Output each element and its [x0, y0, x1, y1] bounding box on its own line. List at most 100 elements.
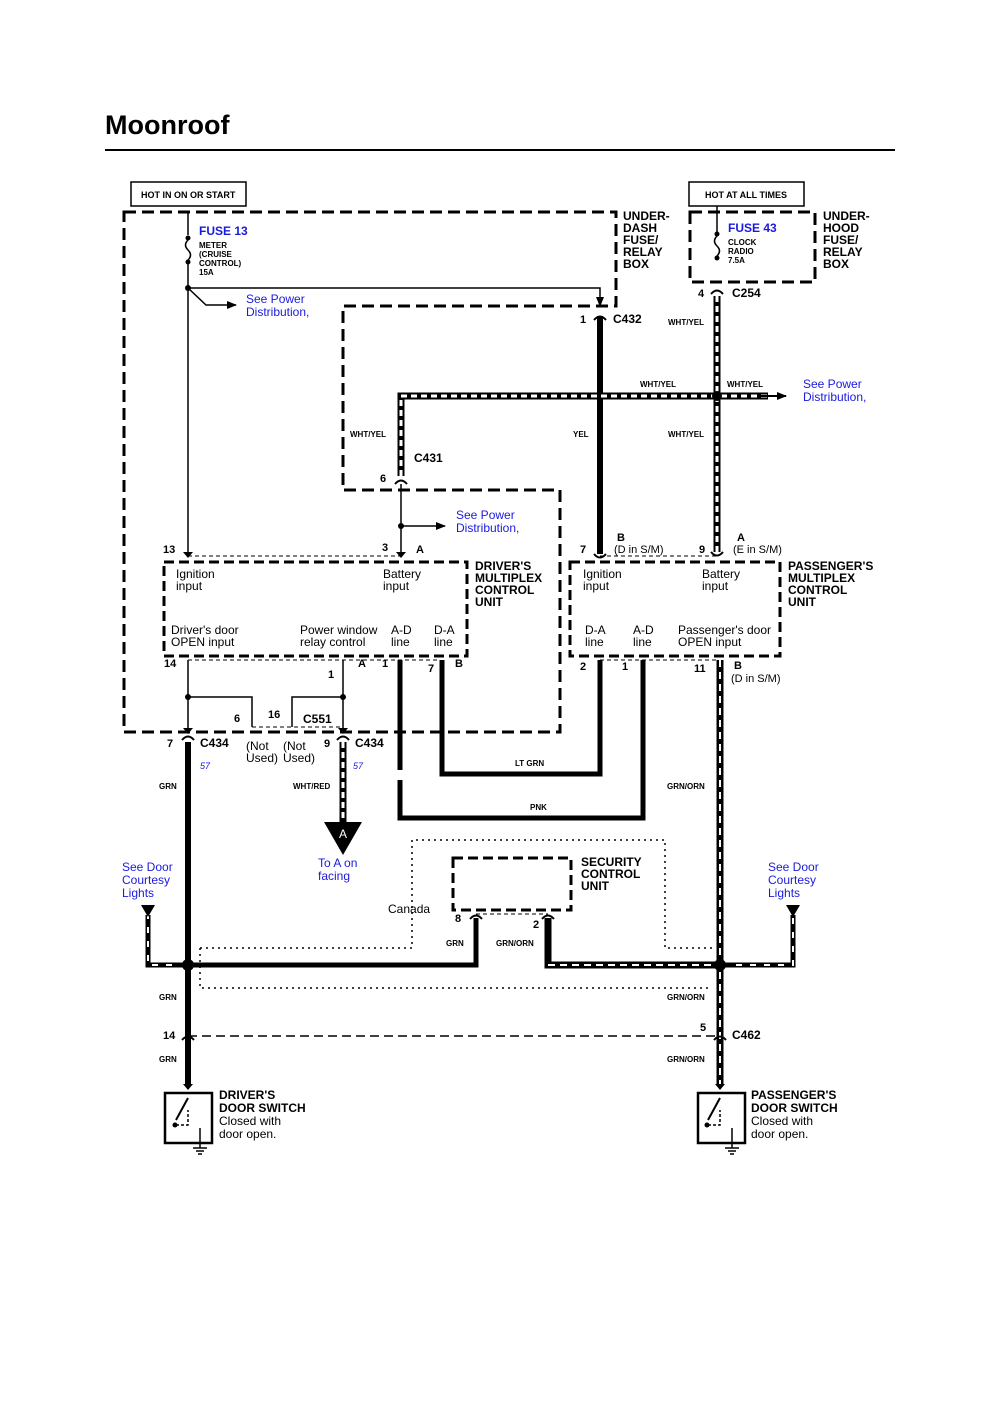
passengers-ignition-input-2: input: [583, 579, 610, 593]
security-unit-pin-2: 2: [533, 919, 539, 931]
drivers-closed-with-door-open-1: Closed with: [219, 1114, 281, 1128]
grn-orn-label-1: GRN/ORN: [667, 782, 705, 791]
grn-label-2: GRN: [159, 993, 177, 1002]
drivers-see-door-courtesy-lights-2: Courtesy: [122, 873, 170, 887]
hot-at-all-times-label: HOT AT ALL TIMES: [705, 190, 787, 200]
passengers-multiplex-control-unit-outline: [568, 560, 782, 658]
drivers-mcu-pin-3: 3: [382, 542, 388, 554]
passengers-courtesy-lights-wire-outer: [720, 915, 796, 968]
drivers-see-door-courtesy-lights-1: See Door: [122, 860, 173, 874]
drivers-mcu-connector-a-bottom: A: [358, 658, 366, 670]
passengers-mcu-label-4: UNIT: [788, 595, 817, 609]
passengers-mcu-connector-b-bottom: B: [734, 660, 742, 672]
drivers-ground-icon: [193, 1147, 207, 1155]
passengers-mcu-pin-2: 2: [580, 661, 586, 673]
under-hood-label-2: HOOD: [823, 221, 859, 235]
under-hood-label-5: BOX: [823, 257, 849, 271]
c551-pin6-wire: [188, 696, 253, 727]
under-dash-label-5: BOX: [623, 257, 649, 271]
to-a-triangle-letter: A: [339, 827, 347, 841]
passengers-courtesy-lights-wire-inner: [736, 915, 794, 966]
passengers-da-line-1: D-A: [585, 623, 606, 637]
wht-yel-bus-inner: [399, 394, 768, 476]
drivers-battery-input-1: Battery: [383, 567, 421, 581]
c254-bottom-connector: [710, 551, 724, 557]
drivers-mcu-connector-a-top: A: [416, 544, 424, 556]
security-control-unit-label-3: UNIT: [581, 879, 610, 893]
c434-pin-7: 7: [167, 738, 173, 750]
passengers-battery-input-2: input: [702, 579, 729, 593]
drivers-door-switch-arrow: [183, 1084, 193, 1090]
drivers-battery-input-2: input: [383, 579, 410, 593]
drivers-courtesy-lights-wire-outer: [145, 915, 188, 968]
c551-pin16-wire: [291, 696, 343, 727]
drivers-door-open-input-2: OPEN input: [171, 635, 235, 649]
passengers-door-switch-contact: [707, 1097, 721, 1121]
c434-left-arrow: [183, 728, 193, 734]
see-power-distribution-2b: Distribution,: [803, 390, 866, 404]
not-used-1b: Used): [246, 751, 278, 765]
drivers-mcu-pin-14: 14: [164, 658, 177, 670]
passengers-mcu-d-in-sm-top: (D in S/M): [614, 544, 664, 556]
fuse13-symbol: [184, 239, 192, 261]
c434-right-page-ref: 57: [353, 761, 364, 771]
c551-pin-6: 6: [234, 713, 240, 725]
to-a-on-facing-1: To A on: [318, 856, 357, 870]
drivers-see-door-courtesy-lights-3: Lights: [122, 886, 154, 900]
passengers-mcu-e-in-sm: (E in S/M): [733, 544, 782, 556]
c254-pin-4: 4: [698, 288, 705, 300]
passengers-mcu-pin-9: 9: [699, 544, 705, 556]
security-control-unit-label-2: CONTROL: [581, 867, 640, 881]
security-control-unit-label-1: SECURITY: [581, 855, 642, 869]
passengers-door-switch-box: [696, 1091, 747, 1145]
lt-grn-wire: [439, 660, 603, 777]
grn-orn-label-3: GRN/ORN: [667, 1055, 705, 1064]
security-grn-orn-wire-outer: [544, 918, 720, 969]
drivers-door-switch-contact: [175, 1097, 189, 1121]
hot-at-all-times-box: [688, 181, 805, 207]
passengers-mcu-d-in-sm-bottom: (D in S/M): [731, 673, 781, 685]
hot-in-on-or-start-label: HOT IN ON OR START: [141, 190, 236, 200]
passengers-door-switch-label-2: DOOR SWITCH: [751, 1101, 838, 1115]
wht-yel-label-bus-right: WHT/YEL: [727, 380, 763, 389]
passengers-door-open-input-1: Passenger's door: [678, 623, 771, 637]
under-dash-fuse-relay-box-outline: [122, 210, 618, 734]
c462-left-connector: [181, 1035, 195, 1041]
grn-label-3: GRN: [159, 1055, 177, 1064]
passengers-mcu-pin-7: 7: [580, 544, 586, 556]
to-a-triangle: [324, 822, 362, 855]
wire-to-c432: [188, 287, 604, 307]
drivers-mcu-label-4: UNIT: [475, 595, 504, 609]
grn-label-1: GRN: [159, 782, 177, 791]
wht-yel-label-bus-left: WHT/YEL: [640, 380, 676, 389]
drivers-ignition-input-1: Ignition: [176, 567, 215, 581]
passengers-door-open-input-2: OPEN input: [678, 635, 742, 649]
not-used-2b: Used): [283, 751, 315, 765]
security-unit-pin-8: 8: [455, 913, 461, 925]
passengers-ad-line-1: A-D: [633, 623, 654, 637]
passengers-ignition-input-1: Ignition: [583, 567, 622, 581]
passengers-mcu-pin-1: 1: [622, 661, 628, 673]
drivers-courtesy-lights-wire-inner: [147, 915, 172, 966]
fuse43-top-terminal: [714, 231, 720, 237]
fuse43-label: FUSE 43: [728, 221, 777, 235]
fuse13-desc-1: METER: [199, 241, 227, 250]
c431-pin-6: 6: [380, 473, 386, 485]
c434-pin-9: 9: [324, 738, 330, 750]
under-dash-label-4: RELAY: [623, 245, 663, 259]
under-hood-label-1: UNDER-: [823, 209, 870, 223]
fuse43-desc-2: RADIO: [728, 247, 754, 256]
see-power-distribution-3b: Distribution,: [456, 521, 519, 535]
drivers-door-switch-box: [163, 1091, 214, 1145]
passengers-courtesy-lights-arrow: [786, 905, 800, 917]
passengers-see-door-courtesy-lights-3: Lights: [768, 886, 800, 900]
fuse43-bottom-terminal: [714, 255, 720, 261]
security-unit-pin2-connector: [541, 914, 555, 920]
c551-pin-1: 1: [328, 669, 334, 681]
c462-pin-5: 5: [700, 1022, 706, 1034]
hot-in-on-or-start-box: [130, 181, 247, 207]
fuse13-desc-2: (CRUISE: [199, 250, 233, 259]
c434-right-connector: [336, 735, 350, 741]
power-window-relay-control-1: Power window: [300, 623, 378, 637]
c551-pin-16: 16: [268, 709, 280, 721]
